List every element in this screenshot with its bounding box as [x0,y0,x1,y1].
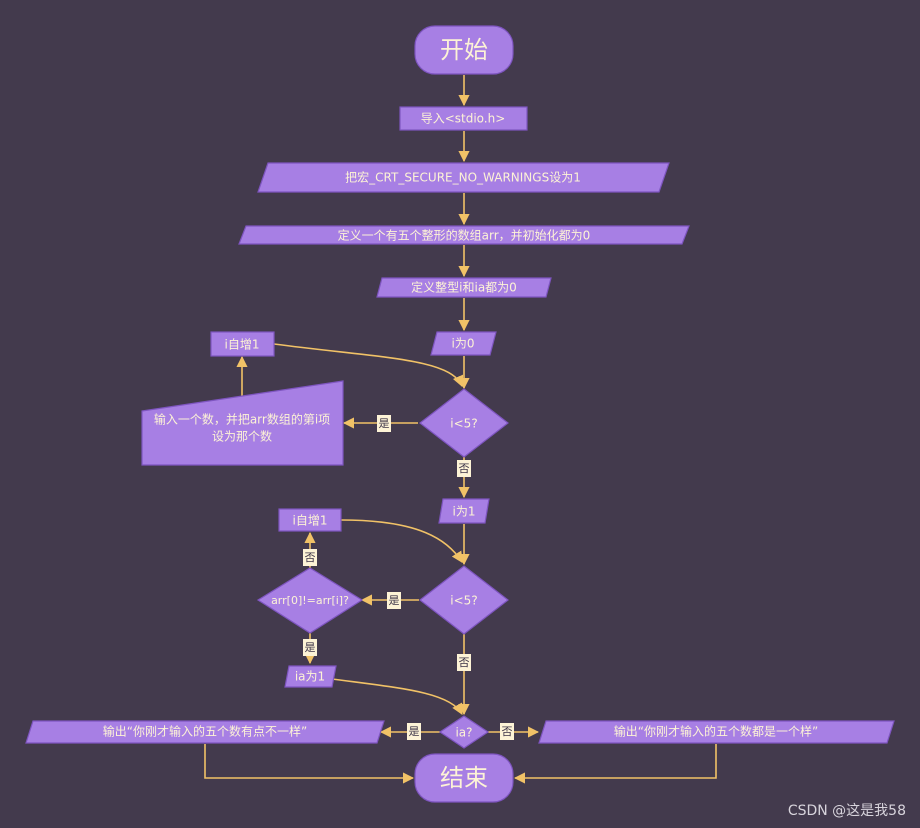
node-include-label: 导入<stdio.h> [421,112,506,126]
node-out-same: 输出“你刚才输入的五个数都是一个样” [538,720,895,744]
node-define-vars-label: 定义整型i和ia都为0 [411,280,517,295]
node-input-label-2: 设为那个数 [212,429,272,444]
node-i-zero: i为0 [430,331,497,356]
node-i-zero-label: i为0 [452,337,475,351]
node-cond4: ia? [438,715,490,749]
edge-label-cond3-no: 否 [303,549,317,566]
node-out-diff: 输出“你刚才输入的五个数有点不一样” [25,720,385,744]
node-include: 导入<stdio.h> [399,106,528,131]
svg-text:否: 否 [502,725,513,738]
node-cond1: i<5? [419,388,509,458]
edge-outdiff-end [204,744,415,784]
node-end-label: 结束 [440,764,488,792]
node-cond3-label: arr[0]!=arr[i]? [271,594,349,607]
node-i-one-label: i为1 [453,505,476,519]
node-define-vars: 定义整型i和ia都为0 [376,277,552,298]
node-define-macro-label: 把宏_CRT_SECURE_NO_WARNINGS设为1 [345,170,581,185]
node-start: 开始 [414,25,514,75]
svg-text:是: 是 [379,417,390,430]
node-input-label-1: 输入一个数，并把arr数组的第i项 [154,412,330,427]
svg-text:是: 是 [389,594,400,607]
node-cond3: arr[0]!=arr[i]? [256,567,364,634]
node-cond1-label: i<5? [450,417,477,431]
node-out-diff-label: 输出“你刚才输入的五个数有点不一样” [103,724,307,739]
edge-label-cond2-yes: 是 [387,592,401,609]
node-cond2-label: i<5? [450,594,477,608]
node-define-array: 定义一个有五个整形的数组arr，并初始化都为0 [238,225,690,245]
watermark: CSDN @这是我58 [787,803,906,819]
node-incr2: i自增1 [278,508,342,532]
edge-incr1-cond1 [273,343,464,388]
node-define-macro: 把宏_CRT_SECURE_NO_WARNINGS设为1 [257,162,670,193]
edge-label-cond4-no: 否 [500,723,514,740]
node-cond4-label: ia? [455,726,472,740]
edge-label-cond2-no: 否 [457,654,471,671]
edge-label-cond1-no: 否 [457,460,471,477]
node-ia-one: ia为1 [284,665,337,688]
node-input: 输入一个数，并把arr数组的第i项 设为那个数 [141,380,344,466]
svg-text:否: 否 [305,551,316,564]
svg-text:是: 是 [409,725,420,738]
edge-iaone-cond4 [331,678,463,715]
node-i-one: i为1 [438,498,490,524]
node-incr1-label: i自增1 [225,338,260,352]
edge-label-cond3-yes: 是 [303,639,317,656]
node-end: 结束 [414,753,514,803]
node-incr1: i自增1 [210,331,275,357]
node-cond2: i<5? [419,565,509,635]
svg-text:是: 是 [305,641,316,654]
node-start-label: 开始 [440,36,488,64]
node-out-same-label: 输出“你刚才输入的五个数都是一个样” [614,724,818,739]
edge-outsame-end [513,744,717,784]
edge-label-cond1-yes: 是 [377,415,391,432]
svg-text:否: 否 [459,656,470,669]
node-define-array-label: 定义一个有五个整形的数组arr，并初始化都为0 [338,228,591,243]
edge-label-cond4-yes: 是 [407,723,421,740]
node-incr2-label: i自增1 [293,514,328,528]
edge-incr2-cond2 [340,519,463,563]
svg-text:否: 否 [459,462,470,475]
node-ia-one-label: ia为1 [295,670,325,684]
